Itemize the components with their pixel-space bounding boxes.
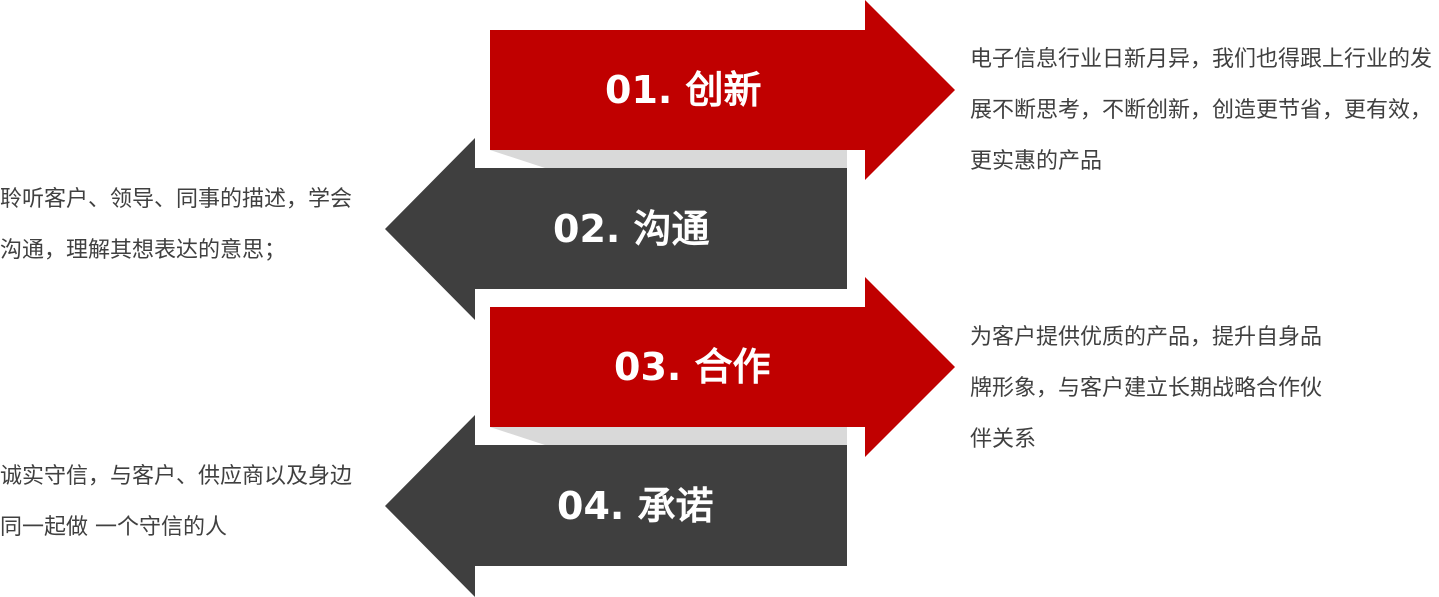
step-4-label: 04. 承诺 bbox=[557, 484, 714, 528]
step-2-label: 02. 沟通 bbox=[553, 207, 710, 251]
step-3-label: 03. 合作 bbox=[614, 345, 771, 389]
step-3-description: 为客户提供优质的产品，提升自身品牌形象，与客户建立长期战略合作伙伴关系 bbox=[970, 325, 1323, 452]
arrow-shape-3 bbox=[490, 277, 955, 457]
shadow-strip-3 bbox=[490, 427, 847, 445]
step-1-label: 01. 创新 bbox=[605, 68, 762, 112]
arrow-shape-2 bbox=[385, 138, 847, 320]
arrow-shape-4 bbox=[385, 415, 847, 597]
step-4-description: 诚实守信，与客户、供应商以及身边同一起做 一个守信的人 bbox=[0, 464, 353, 540]
step-2-description: 聆听客户、领导、同事的描述，学会沟通，理解其想表达的意思； bbox=[0, 187, 353, 263]
step-1-description: 电子信息行业日新月异，我们也得跟上行业的发展不断思考，不断创新，创造更节省，更有… bbox=[970, 47, 1433, 174]
shadow-strip-1 bbox=[490, 150, 847, 168]
arrow-shape-1 bbox=[490, 0, 955, 180]
